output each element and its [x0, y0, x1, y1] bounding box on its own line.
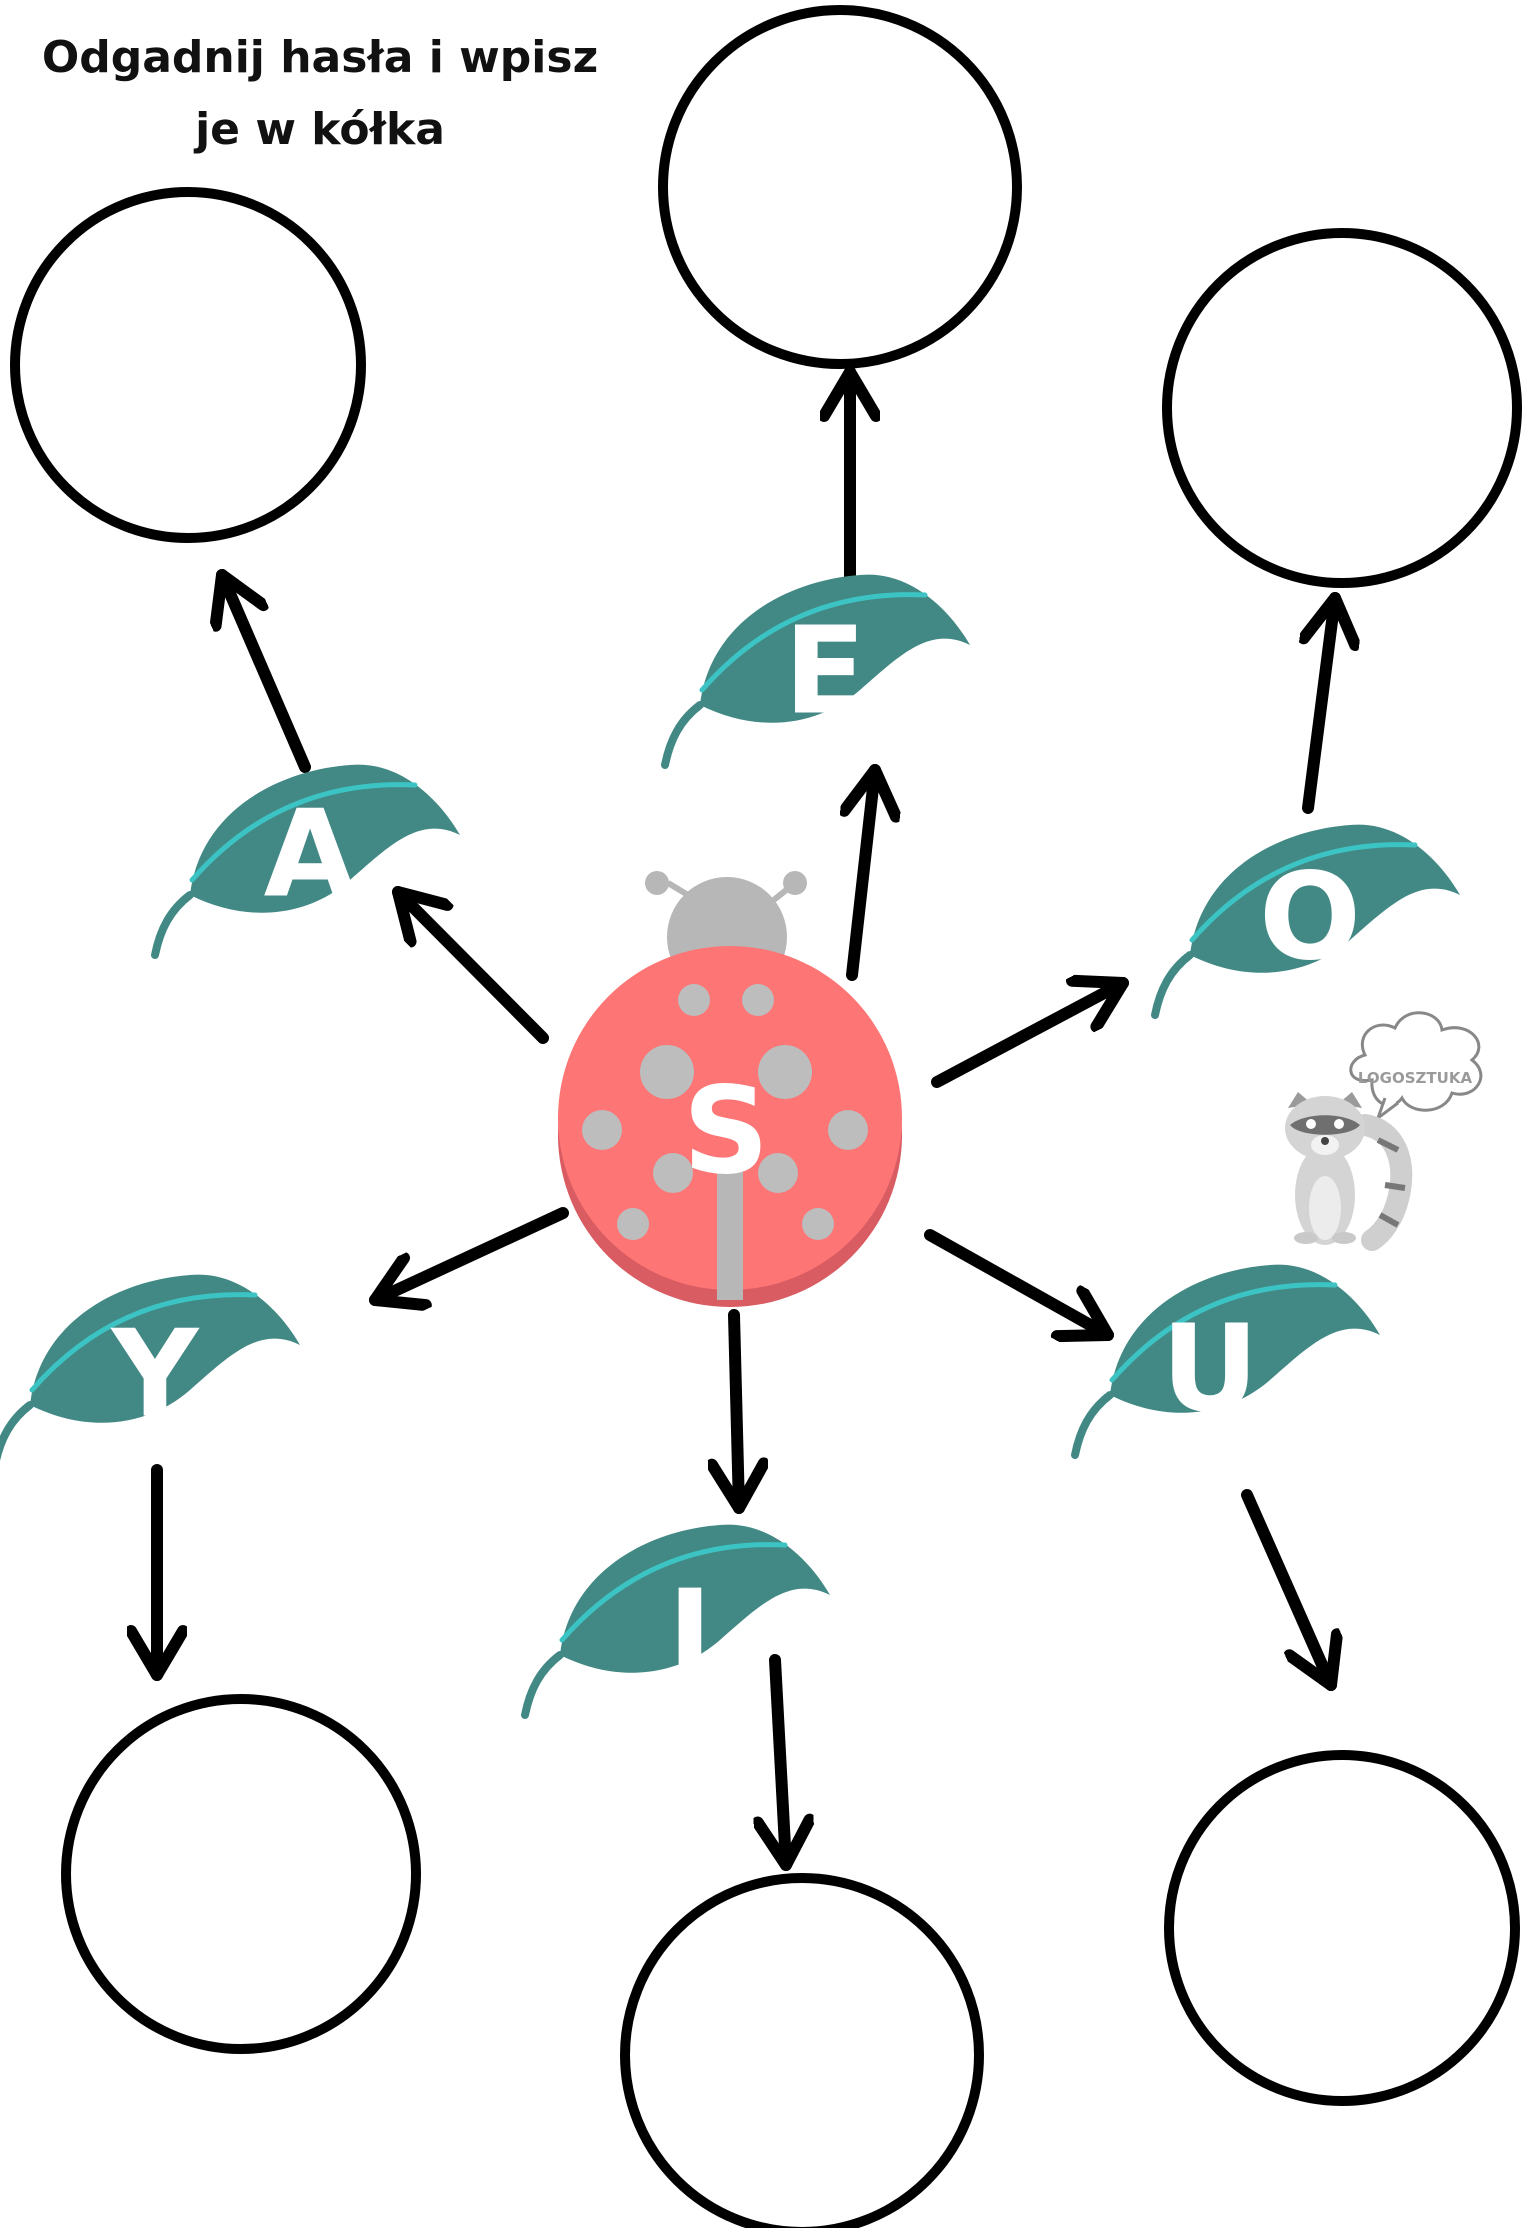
arrow-icon — [392, 886, 549, 1044]
leaf-y: Y — [0, 1275, 300, 1465]
answer-circle-y[interactable] — [61, 1694, 421, 2054]
leaf-a: A — [155, 765, 460, 955]
leaf-o: O — [1155, 825, 1460, 1015]
answer-circle-o[interactable] — [1162, 228, 1522, 588]
ladybug-icon — [558, 871, 902, 1307]
speech-cloud-icon — [1349, 1011, 1483, 1123]
arrow-icon — [1308, 592, 1335, 814]
page-title: Odgadnij hasła i wpisz je w kółka — [20, 22, 620, 166]
arrow-icon — [924, 1229, 1114, 1335]
leaf-letter-e: E — [784, 603, 866, 742]
center-letter: S — [683, 1063, 769, 1202]
leaf-e: E — [665, 575, 970, 765]
arrow-icon — [852, 764, 875, 981]
answer-circle-u[interactable] — [1164, 1750, 1520, 2106]
answer-circle-a[interactable] — [10, 187, 366, 543]
arrow-icon — [775, 1654, 786, 1871]
leaf-letter-u: U — [1161, 1301, 1258, 1440]
answer-circle-e[interactable] — [658, 5, 1022, 369]
leaf-letter-o: O — [1259, 849, 1361, 988]
title-line-2: je w kółka — [195, 104, 445, 155]
arrow-icon — [931, 983, 1129, 1088]
answer-circle-i[interactable] — [620, 1873, 984, 2228]
brand-label: LOGOSZTUKA — [1358, 1069, 1473, 1087]
leaf-u: U — [1075, 1265, 1380, 1455]
arrow-icon — [369, 1207, 569, 1300]
title-line-1: Odgadnij hasła i wpisz — [41, 32, 599, 83]
leaf-i: I — [525, 1525, 830, 1715]
arrow-icon — [222, 569, 311, 773]
leaf-letter-a: A — [264, 786, 357, 925]
leaf-letter-y: Y — [110, 1306, 201, 1445]
arrow-icon — [1241, 1489, 1331, 1691]
arrow-icon — [734, 1309, 739, 1514]
raccoon-icon — [1285, 1092, 1413, 1251]
leaf-letter-i: I — [668, 1566, 713, 1705]
